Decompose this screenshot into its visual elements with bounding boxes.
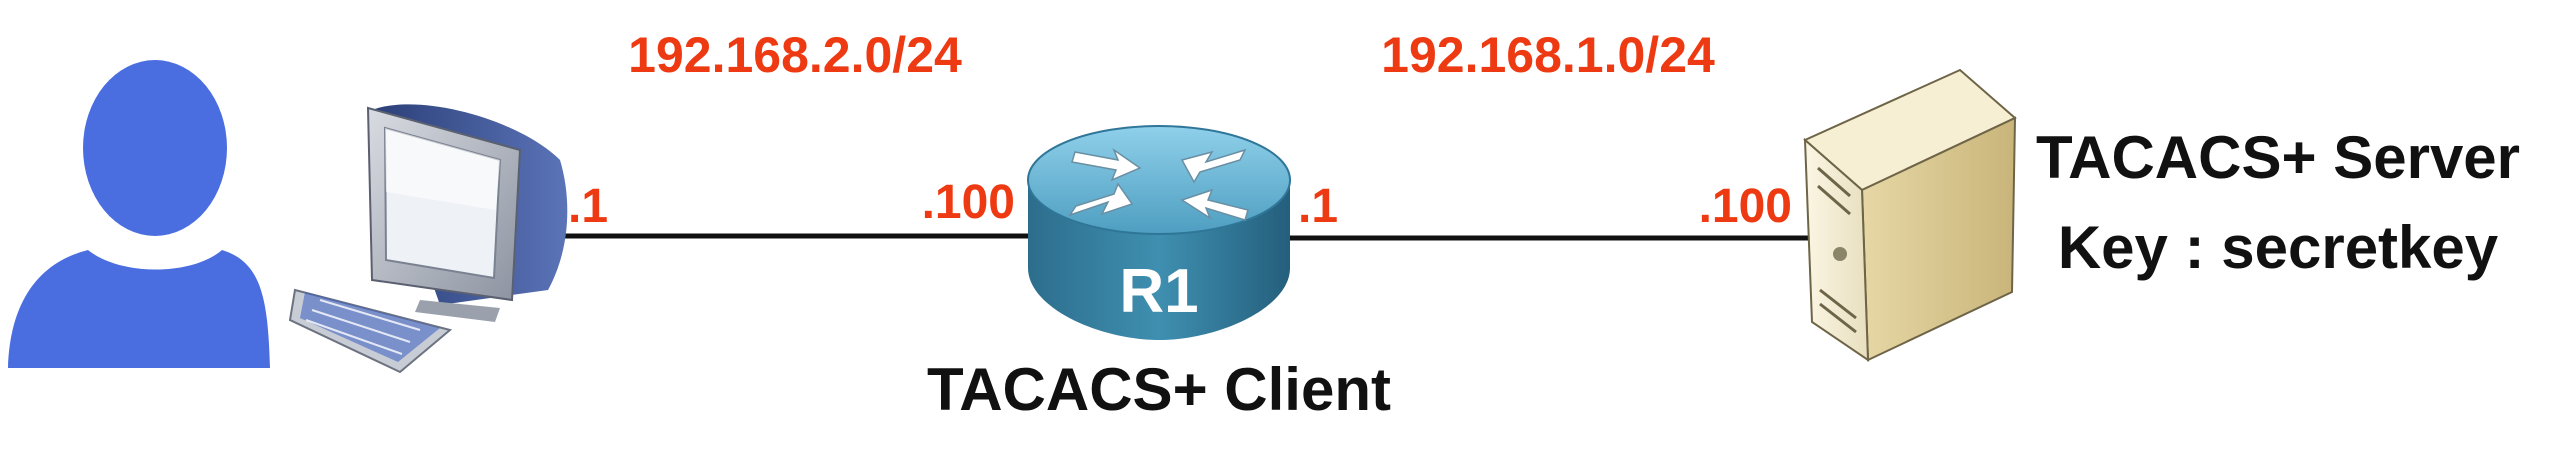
server-icon (1803, 68, 2017, 362)
router-right-interface-label: .1 (1298, 180, 1338, 233)
server-key: Key : secretkey (2058, 214, 2499, 281)
server-title: TACACS+ Server (2036, 124, 2520, 191)
keyboard-icon (288, 288, 453, 374)
router-icon: R1 (1027, 125, 1291, 340)
pc-interface-label: .1 (568, 180, 608, 233)
computer-icon (366, 104, 568, 322)
subnet-left-label: 192.168.2.0/24 (628, 27, 962, 83)
subnet-right-label: 192.168.1.0/24 (1381, 27, 1715, 83)
router-name: R1 (1119, 257, 1198, 326)
router-left-interface-label: .100 (922, 176, 1015, 229)
user-icon (8, 60, 270, 368)
server-interface-label: .100 (1699, 180, 1792, 233)
router-caption: TACACS+ Client (927, 356, 1391, 423)
